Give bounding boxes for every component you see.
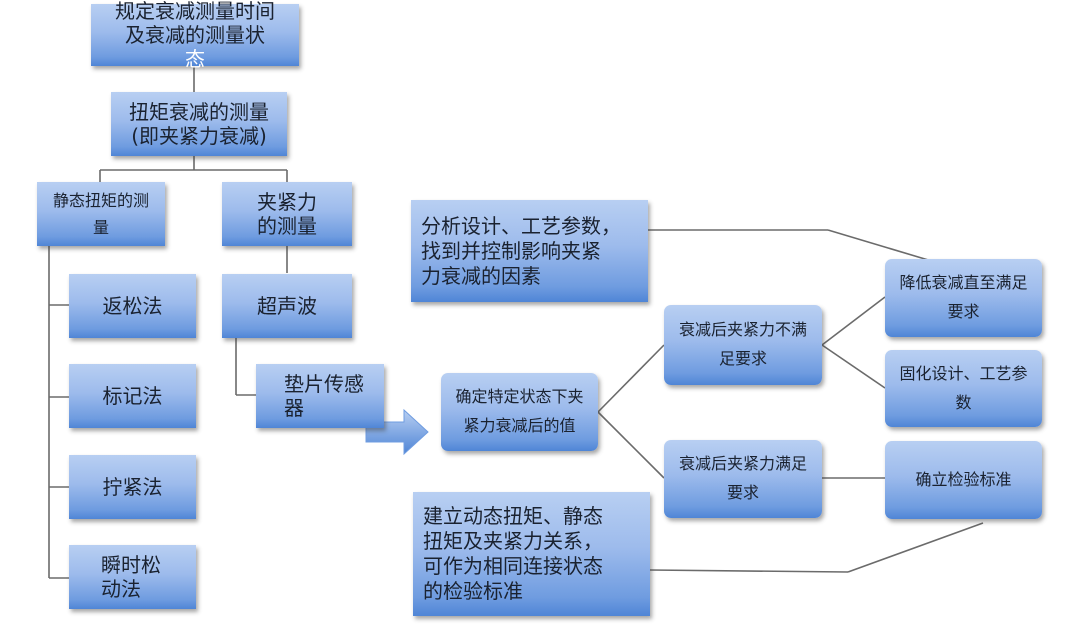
node-establish-inspection-standard: 确立检验标准 <box>885 441 1042 519</box>
node-text: 衰减后夹紧力不满 足要求 <box>678 320 807 368</box>
node-washer-sensor: 垫片传感 器 <box>256 364 384 428</box>
node-torque-decay-measurement: 扭矩衰减的测量 (即夹紧力衰减) <box>111 92 287 156</box>
node-solidify-parameters: 固化设计、工艺参 数 <box>885 350 1042 427</box>
node-text: 建立动态扭矩、静态 扭矩及夹紧力关系， 可作为相同连接状态 的检验标准 <box>423 504 603 603</box>
node-text: 夹紧力 的测量 <box>257 190 317 238</box>
node-text: 固化设计、工艺参 数 <box>899 363 1028 412</box>
node-determine-decayed-value: 确定特定状态下夹 紧力衰减后的值 <box>441 373 598 451</box>
node-loosen-method: 返松法 <box>69 274 196 338</box>
node-establish-relationship: 建立动态扭矩、静态 扭矩及夹紧力关系， 可作为相同连接状态 的检验标准 <box>413 492 650 616</box>
node-text: 规定衰减测量时间 及衰减的测量状 <box>115 0 275 47</box>
node-instant-loosen-method: 瞬时松 动法 <box>69 545 196 609</box>
node-text: 确立检验标准 <box>915 469 1012 489</box>
node-not-meet-requirement: 衰减后夹紧力不满 足要求 <box>664 305 822 385</box>
node-text: 超声波 <box>257 294 317 318</box>
node-meet-requirement: 衰减后夹紧力满足 要求 <box>664 440 822 518</box>
node-measurement-time-state: 规定衰减测量时间 及衰减的测量状态 <box>91 0 299 71</box>
node-clamp-force-measurement: 夹紧力 的测量 <box>222 182 352 246</box>
right-arrow-icon <box>365 408 429 456</box>
node-text: 静态扭矩的测 量 <box>52 190 149 237</box>
node-static-torque-measurement: 静态扭矩的测 量 <box>37 182 165 246</box>
node-reduce-decay: 降低衰减直至满足 要求 <box>885 259 1042 337</box>
node-text: 衰减后夹紧力满足 要求 <box>678 454 807 502</box>
node-text: 扭矩衰减的测量 (即夹紧力衰减) <box>129 100 269 148</box>
node-text: 返松法 <box>102 294 163 318</box>
node-text: 瞬时松 动法 <box>101 553 161 601</box>
node-analyze-parameters: 分析设计、工艺参数， 找到并控制影响夹紧 力衰减的因素 <box>411 200 648 302</box>
node-text: 降低衰减直至满足 要求 <box>899 273 1028 321</box>
node-text-highlight: 态 <box>185 47 205 71</box>
node-text: 分析设计、工艺参数， 找到并控制影响夹紧 力衰减的因素 <box>421 213 621 288</box>
node-text: 拧紧法 <box>102 475 163 499</box>
node-tighten-method: 拧紧法 <box>69 455 196 519</box>
node-text: 标记法 <box>102 384 163 408</box>
node-text: 确定特定状态下夹 紧力衰减后的值 <box>455 387 584 435</box>
node-mark-method: 标记法 <box>69 364 196 428</box>
node-ultrasonic: 超声波 <box>222 274 352 338</box>
node-text: 垫片传感 器 <box>284 372 364 420</box>
